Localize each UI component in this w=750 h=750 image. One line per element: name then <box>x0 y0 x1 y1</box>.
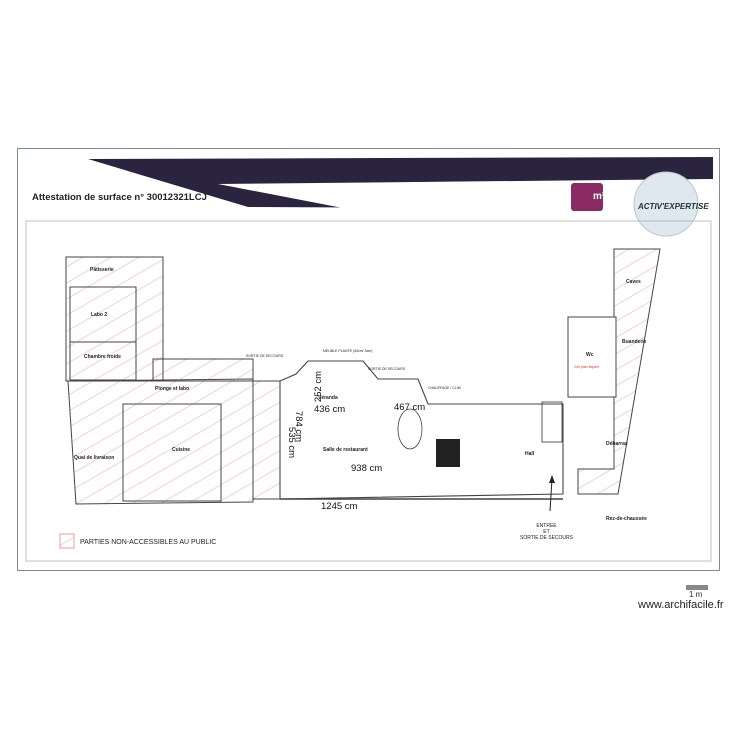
scale-bar <box>686 585 708 590</box>
label-chauffage: CHAUFFAGE / CLIM <box>428 386 461 390</box>
brand-logo-text: ACTIV'EXPERTISE <box>638 202 709 211</box>
room-cuisine: Cuisine <box>172 447 191 453</box>
room-plonge-labo: Plonge et labo <box>155 386 190 392</box>
plan-sheet: Attestation de surface n° 30012321LCJ m²… <box>17 148 720 571</box>
legend-swatch <box>59 533 75 549</box>
room-wc: Wc <box>586 352 594 358</box>
label-meuble: MEUBLE PLANTE (40cm/ 3cm) <box>323 349 373 353</box>
zone-strip <box>252 380 281 500</box>
dim-467: 467 cm <box>394 402 426 413</box>
brand-logo-circle <box>633 171 699 237</box>
entrance-label: ENTREE ET SORTIE DE SECOURS <box>520 523 573 541</box>
dim-252: 252 cm <box>313 370 325 403</box>
wc-note: Voir plan séparé <box>574 365 600 369</box>
level-label: Rez-de-chaussée <box>606 516 647 522</box>
public-area <box>279 360 564 500</box>
table-oval <box>397 408 423 450</box>
room-quai: Quai de livraison <box>74 455 115 461</box>
scale-label: 1 m <box>689 590 703 599</box>
zone-kitchen-wing <box>67 378 254 505</box>
room-debarras: Débarras <box>606 441 628 447</box>
label-sortie-1: SORTIE DE SECOURS <box>246 354 284 358</box>
zone-patisserie <box>65 256 164 382</box>
room-buanderie: Buanderie <box>622 339 647 345</box>
floor-plan-drawing <box>25 157 713 562</box>
wc-room <box>567 316 617 398</box>
dim-535: 535 cm <box>286 426 298 459</box>
room-veranda: Véranda <box>318 395 338 401</box>
stairs <box>541 401 563 443</box>
label-sortie-2: SORTIE DE SECOURS <box>368 367 406 371</box>
zone-plonge <box>152 358 254 382</box>
legend-label: PARTIES NON-ACCESSIBLES AU PUBLIC <box>80 539 217 546</box>
room-salle: Salle de restaurant <box>323 447 368 453</box>
zone-right-wing <box>577 248 661 495</box>
site-url: www.archifacile.fr <box>638 599 724 611</box>
m2-logo-box <box>571 183 603 211</box>
dim-436: 436 cm <box>314 404 346 415</box>
room-patisserie: Pâtisserie <box>90 267 114 273</box>
page-title: Attestation de surface n° 30012321LCJ <box>32 192 207 203</box>
plan-frame <box>25 220 712 562</box>
cabinet <box>436 439 448 467</box>
room-hall: Hall <box>525 451 535 457</box>
room-chambre-froide: Chambre froide <box>84 354 121 360</box>
room-caves: Caves <box>626 279 641 285</box>
dim-938: 938 cm <box>351 463 383 474</box>
m2-logo-text: m² <box>593 191 606 202</box>
room-labo2: Labo 2 <box>91 312 108 318</box>
entrance-arrow <box>549 478 553 512</box>
dim-1245: 1245 cm <box>321 501 358 512</box>
